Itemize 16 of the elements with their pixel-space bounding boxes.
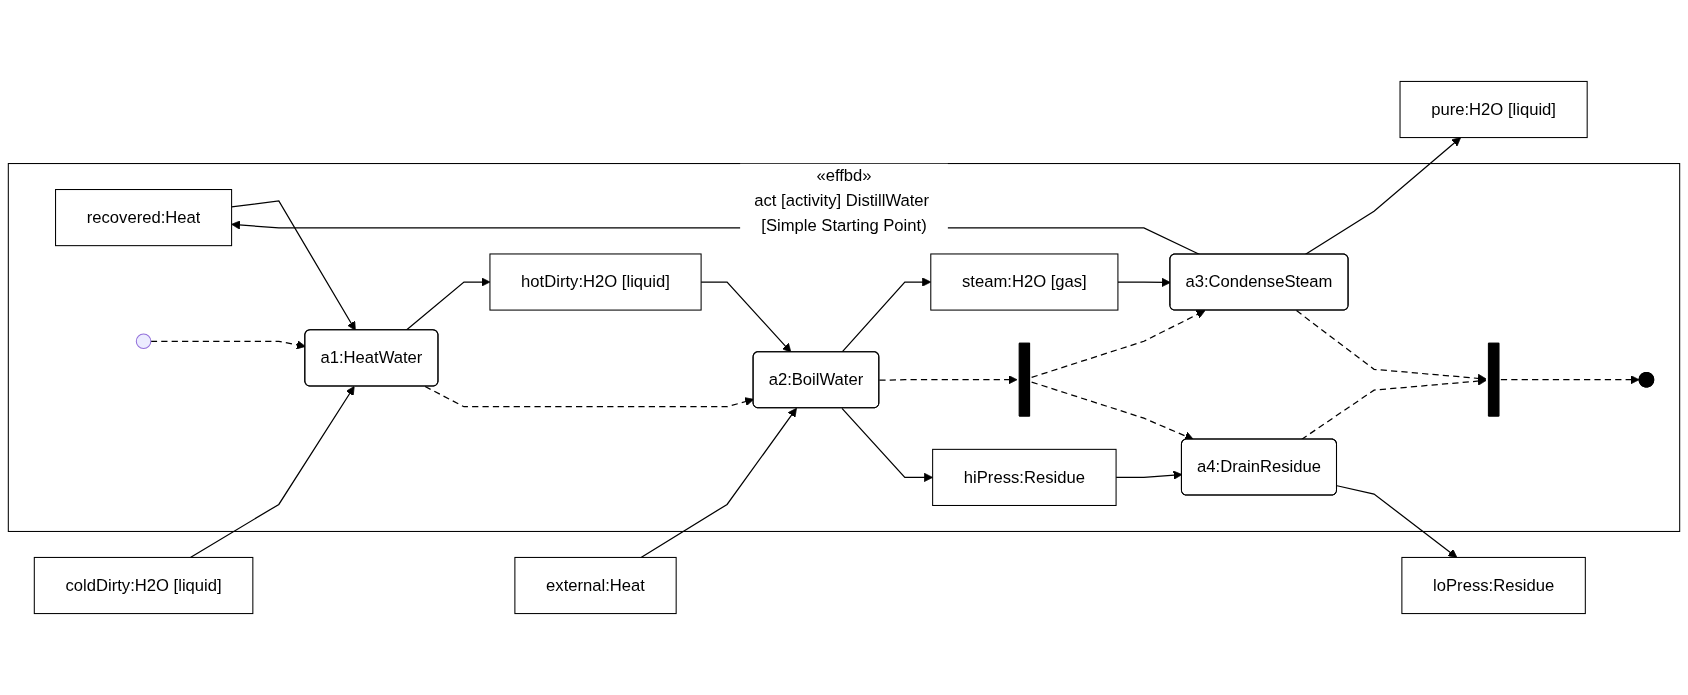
arrow — [1500, 375, 1640, 385]
node-circle — [135, 333, 152, 350]
node-box: hiPress:Residue — [932, 448, 1117, 506]
arrow — [424, 385, 754, 408]
arrow — [1336, 485, 1458, 558]
node-box: coldDirty:H2O [liquid] — [33, 556, 254, 615]
node-box: pure:H2O [liquid] — [1399, 80, 1588, 139]
arrow — [1031, 310, 1206, 378]
arrow — [878, 375, 1018, 385]
arrow — [189, 386, 355, 559]
node-box: hotDirty:H2O [liquid] — [489, 253, 702, 311]
arrow — [640, 407, 797, 559]
node-box: loPress:Residue — [1401, 556, 1586, 615]
node-box: external:Heat — [514, 556, 677, 615]
node-box: recovered:Heat — [55, 189, 233, 247]
node-box: steam:H2O [gas] — [930, 253, 1119, 311]
